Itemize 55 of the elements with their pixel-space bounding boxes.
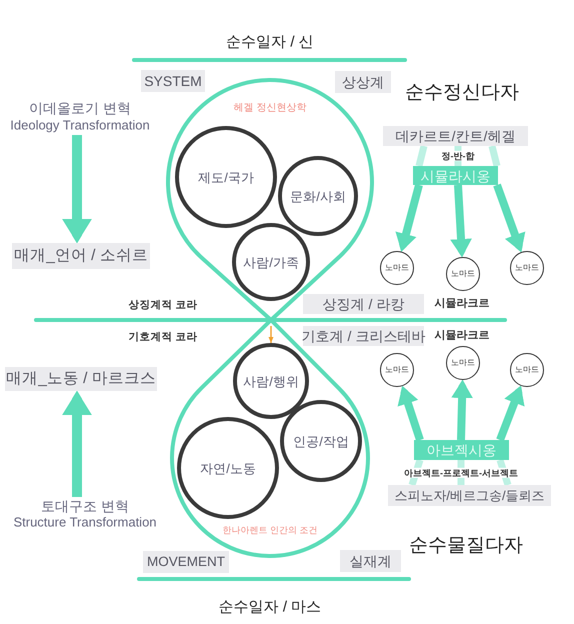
concept-circle: 자연/노동 xyxy=(177,417,279,519)
small-circle: 노마드 xyxy=(380,353,414,387)
label-box: 매개_언어 / 소쉬르 xyxy=(12,243,150,269)
annotation-text: 토대구조 변혁 xyxy=(41,497,129,514)
edge-label: 아브젝트-프로젝트-서브젝트 xyxy=(402,467,520,478)
side-label: 시뮬라크르 xyxy=(434,330,490,342)
label-box: 매개_노동 / 마르크스 xyxy=(5,367,157,391)
heading-text: 순수일자 / 마스 xyxy=(218,598,322,616)
concept-circle: 인공/작업 xyxy=(280,400,362,482)
arrow xyxy=(397,386,424,442)
arrow xyxy=(62,135,92,243)
annotation-text: 이데올로기 변혁 xyxy=(29,100,131,116)
label-box: 기호계 / 크리스테바 xyxy=(303,326,424,346)
connector-line xyxy=(496,458,512,486)
small-circle: 노마드 xyxy=(380,251,414,285)
edge-label: 정-반-합 xyxy=(440,150,476,162)
annotation-text: Ideology Transformation xyxy=(10,118,150,134)
label-box: 스피노자/베르그송/들뢰즈 xyxy=(388,485,551,506)
zone-label: 기호계적 코라 xyxy=(128,330,198,344)
arrow xyxy=(62,391,92,497)
concept-circle: 사람/행위 xyxy=(233,343,309,419)
label-box: 실재계 xyxy=(340,550,401,572)
arrow xyxy=(395,184,423,252)
title-text: 순수정신다자 xyxy=(405,82,519,104)
arrow xyxy=(493,184,526,252)
zone-label: 상징계적 코라 xyxy=(128,298,198,312)
caption-text: 한나아렌트 인간의 조건 xyxy=(222,524,318,536)
small-circle: 노마드 xyxy=(446,257,480,291)
arrow xyxy=(268,326,274,343)
connector-line xyxy=(454,146,462,166)
arrow xyxy=(450,184,472,258)
side-label: 시뮬라크르 xyxy=(434,298,490,310)
concept-circle: 제도/국가 xyxy=(175,126,277,228)
heading-text: 순수일자 / 신 xyxy=(226,33,314,51)
label-box: 상상계 xyxy=(335,71,391,93)
annotation-text: Structure Transformation xyxy=(13,515,157,530)
caption-text: 헤겔 정신현상학 xyxy=(234,102,306,114)
connector-line xyxy=(408,458,424,486)
label-box: MOVEMENT xyxy=(143,551,229,573)
concept-circle: 사람/가족 xyxy=(232,223,310,301)
connector-line xyxy=(488,145,500,167)
small-circle: 노마드 xyxy=(510,251,544,285)
label-box: 데카르트/칸트/헤겔 xyxy=(383,126,528,146)
arrow xyxy=(451,380,474,440)
concept-circle: 문화/사회 xyxy=(278,156,358,236)
highlight-box: 시뮬라시옹 xyxy=(413,166,498,185)
title-text: 순수물질다자 xyxy=(409,535,523,557)
connector-line xyxy=(416,145,428,167)
label-box: 상징계 / 라캉 xyxy=(303,294,424,314)
connector-line xyxy=(458,460,464,485)
arrow xyxy=(496,385,525,442)
small-circle: 노마드 xyxy=(510,353,544,387)
label-box: SYSTEM xyxy=(141,70,205,92)
highlight-box: 아브젝시옹 xyxy=(414,440,509,460)
small-circle: 노마드 xyxy=(446,346,480,380)
